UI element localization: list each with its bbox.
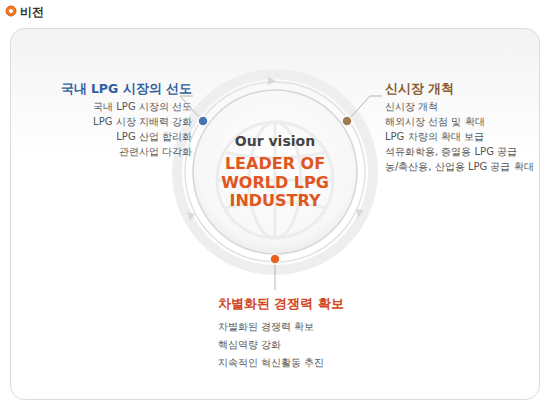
goal-item: 농/축산용, 산업용 LPG 공급 확대 [385,161,534,173]
vision-statement: LEADER OF WORLD LPG INDUSTRY [200,155,350,210]
goal-item: 신시장 개척 [385,101,438,113]
goal-item: 관련사업 다각화 [119,146,192,158]
goal-item: 석유화학용, 증열용 LPG 공급 [385,146,517,158]
goal-heading: 신시장 개척 [385,81,454,96]
goal-item: LPG 산업 합리화 [116,131,192,143]
goal-item: 해외시장 선점 및 확대 [385,116,485,128]
vision-caption: Our vision [235,133,315,149]
goal-item: LPG 시장 지배력 강화 [93,116,192,128]
section-title: 비전 [20,4,44,21]
goal-heading: 차별화된 경쟁력 확보 [218,296,344,311]
goal-item: 국내 LPG 시장의 선도 [93,101,192,113]
goal-item: LPG 차량의 확대 보급 [385,131,484,143]
goal-item: 지속적인 혁신활동 추진 [218,357,324,369]
goal-item: 핵심역량 강화 [218,339,281,351]
goal-item: 차별화된 경쟁력 확보 [218,321,314,333]
vision-circle: Our visionLEADER OF WORLD LPG INDUSTRY [195,92,355,252]
goal-heading: 국내 LPG 시장의 선도 [61,81,192,96]
